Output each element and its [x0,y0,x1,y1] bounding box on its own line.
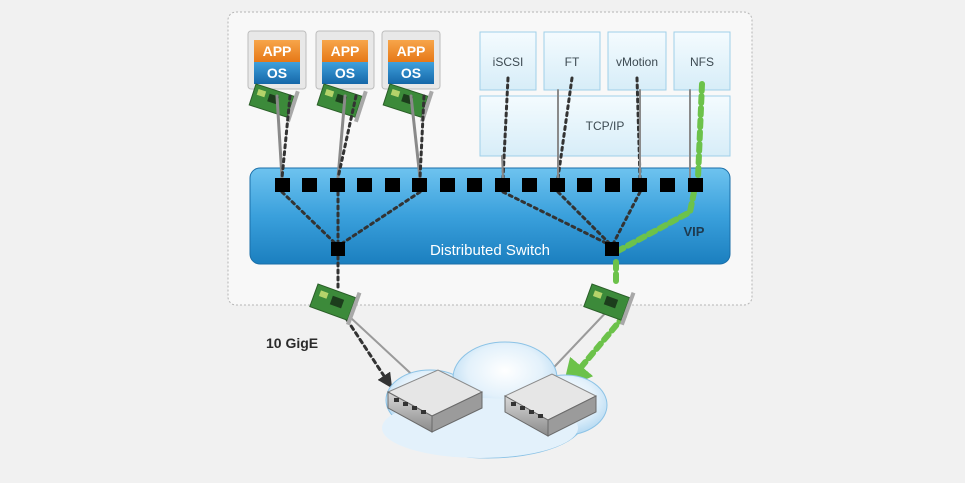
vm-1: APP OS [247,30,307,90]
switch-port [577,178,592,192]
switch-port [605,178,620,192]
vm-2: APP OS [315,30,375,90]
switch-port [440,178,455,192]
link-speed-label: 10 GigE [266,335,318,351]
switch-port [385,178,400,192]
vm-3: APP OS [381,30,441,90]
tcpip-box [479,95,731,157]
switch-port [688,178,703,192]
vm-os-label: OS [401,65,421,81]
physical-switch-icon [386,369,484,433]
vm-os-box [388,62,434,84]
vm-app-box [254,40,300,62]
service-label-vmotion: vMotion [616,55,658,69]
physical-switch-icon [503,373,598,437]
switch-port [522,178,537,192]
switch-port [275,178,290,192]
switch-port [302,178,317,192]
switch-port [495,178,510,192]
vm-os-label: OS [267,65,287,81]
vm-os-box [254,62,300,84]
service-label-ft: FT [565,55,580,69]
switch-ports [275,178,703,256]
switch-port [467,178,482,192]
switch-port [550,178,565,192]
vmkernel-services: iSCSI FT vMotion NFS TCP/IP [479,31,731,157]
switch-port [412,178,427,192]
vm-os-box [322,62,368,84]
tcpip-label: TCP/IP [586,119,625,133]
switch-port [660,178,675,192]
physical-nic-icon [309,283,362,326]
vm-app-label: APP [397,43,426,59]
switch-port [632,178,647,192]
service-label-nfs: NFS [690,55,714,69]
switch-label: Distributed Switch [430,242,550,259]
switch-port [330,178,345,192]
uplink-port-right [605,242,619,256]
uplink-port-left [331,242,345,256]
vm-app-label: APP [331,43,360,59]
vm-app-label: APP [263,43,292,59]
service-label-iscsi: iSCSI [493,55,524,69]
service-box-nfs [673,31,731,91]
vm-app-box [388,40,434,62]
connections [275,76,705,390]
switch-port [357,178,372,192]
physical-nic-icon [583,283,636,326]
vm-app-box [322,40,368,62]
vip-label: VIP [684,224,705,239]
vm-os-label: OS [335,65,355,81]
